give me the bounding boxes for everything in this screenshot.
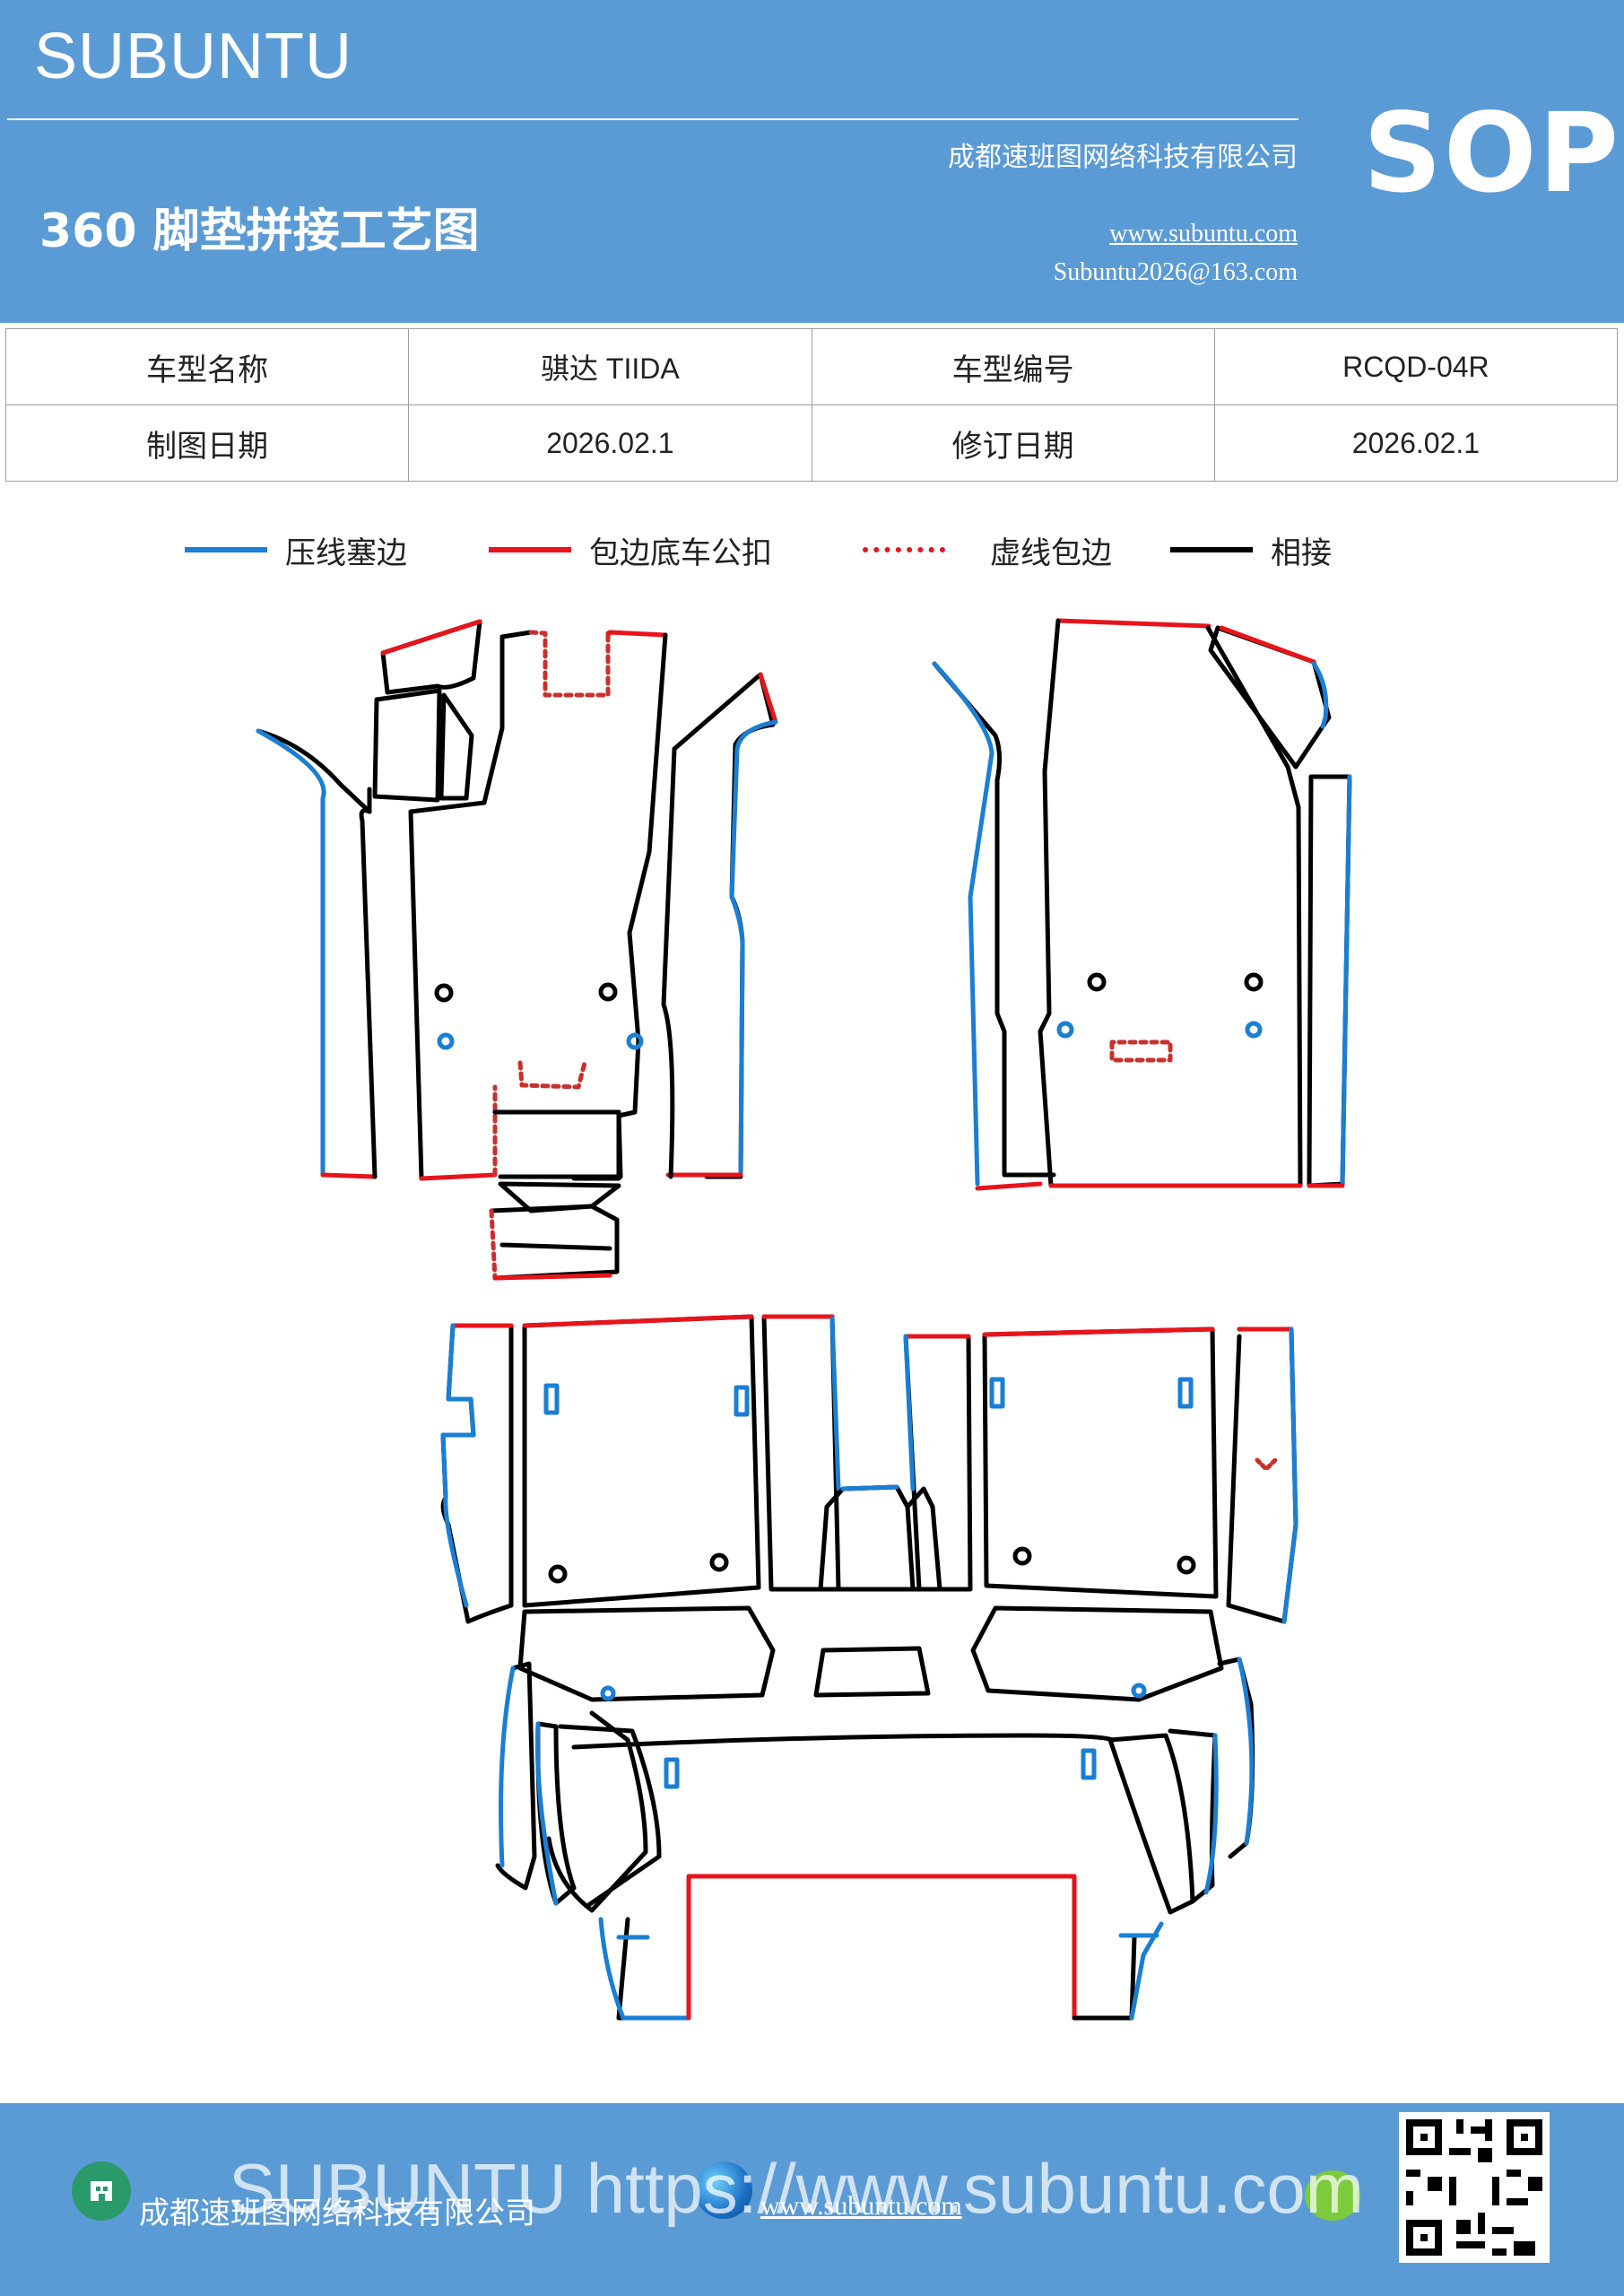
model-name-value: 骐达 TIIDA xyxy=(408,328,812,405)
legend-swatch-red-dotted xyxy=(863,547,945,552)
mat-piece xyxy=(256,728,372,814)
brand-logo: SUBUNTU xyxy=(34,21,353,92)
footer-company: 成都速班图网络科技有限公司 xyxy=(139,2196,535,2231)
revise-date-value: 2026.02.1 xyxy=(1213,404,1619,482)
clip-slot xyxy=(989,1377,1005,1409)
company-name: 成都速班图网络科技有限公司 xyxy=(948,142,1298,173)
legend-swatch-blue xyxy=(185,547,267,552)
rear-mat-group xyxy=(440,1314,1298,2021)
model-code-label: 车型编号 xyxy=(811,328,1215,405)
legend-item-edge-binding: 包边底车公扣 xyxy=(489,525,772,575)
clip-slot xyxy=(543,1383,560,1415)
clip-slot xyxy=(1177,1377,1194,1409)
footer-watermark: SUBUNTU https://www.subuntu.com xyxy=(229,2149,1364,2228)
legend-label: 相接 xyxy=(1271,535,1332,571)
footer-website-link[interactable]: www.subuntu.com xyxy=(760,2191,962,2221)
globe-icon xyxy=(695,2161,752,2219)
header-divider xyxy=(7,118,1298,120)
front-right-mat-group xyxy=(932,618,1352,1191)
table-row: 车型名称 骐达 TIIDA 车型编号 RCQD-04R xyxy=(4,328,1619,405)
draw-date-label: 制图日期 xyxy=(4,404,410,482)
page-title: 360 脚垫拼接工艺图 xyxy=(39,204,480,258)
front-left-mat-group xyxy=(256,619,778,1281)
model-code-value: RCQD-04R xyxy=(1213,328,1619,405)
legend-label: 包边底车公扣 xyxy=(589,535,772,571)
sop-badge: SOP xyxy=(1363,90,1620,217)
website-link[interactable]: www.subuntu.com xyxy=(1109,220,1298,248)
legend-label: 虚线包边 xyxy=(990,535,1112,571)
legend-item-joint: 相接 xyxy=(1170,525,1332,575)
wechat-icon xyxy=(1305,2170,1360,2221)
draw-date-value: 2026.02.1 xyxy=(408,404,812,482)
revise-date-label: 修订日期 xyxy=(811,404,1215,482)
model-name-label: 车型名称 xyxy=(4,328,410,405)
legend-item-dotted-binding: 虚线包边 xyxy=(863,525,1112,575)
qr-code xyxy=(1399,2112,1550,2263)
vehicle-info-table: 车型名称 骐达 TIIDA 车型编号 RCQD-04R 制图日期 2026.02… xyxy=(4,328,1619,482)
legend-swatch-red xyxy=(489,547,571,552)
legend-swatch-black xyxy=(1170,547,1253,552)
email-address: Subuntu2026@163.com xyxy=(1053,258,1298,286)
clip-slot xyxy=(734,1385,750,1417)
building-icon xyxy=(72,2161,131,2221)
legend-item-press-line: 压线塞边 xyxy=(185,525,407,575)
header-banner xyxy=(0,0,1624,323)
clip-slot xyxy=(664,1757,680,1789)
legend-label: 压线塞边 xyxy=(285,535,407,571)
clip-slot xyxy=(1081,1748,1097,1780)
table-row: 制图日期 2026.02.1 修订日期 2026.02.1 xyxy=(4,404,1619,482)
